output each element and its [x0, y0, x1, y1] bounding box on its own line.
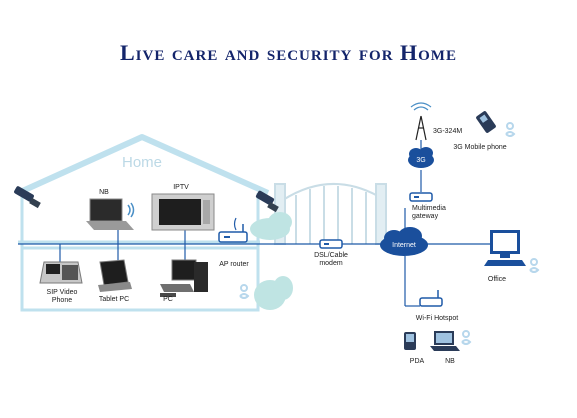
modem-label-line1: DSL/Cable — [314, 252, 348, 259]
hotspot-label: Wi-Fi Hotspot — [416, 315, 458, 322]
video-phone-icon — [39, 261, 83, 284]
security-camera-icon — [14, 186, 279, 213]
modem-label-line2: modem — [319, 260, 343, 267]
mobile-phone-icon — [476, 111, 496, 133]
wifi-hotspot-icon — [419, 290, 443, 307]
sip-phone-label-line1: SIP Video — [47, 289, 78, 296]
office-computer-icon — [484, 230, 526, 266]
bush-decoration — [250, 212, 293, 310]
gateway-label-line1: Multimedia — [412, 205, 446, 212]
internet-cloud-icon — [380, 227, 428, 256]
tv-icon — [151, 193, 215, 231]
modem-icon — [319, 239, 343, 249]
office-label: Office — [488, 276, 506, 283]
laptop-icon — [86, 198, 135, 230]
person-figure-icon — [239, 122, 540, 345]
internet-label: Internet — [392, 242, 416, 249]
sip-phone-label-line2: Phone — [52, 297, 72, 304]
iptv-label: IPTV — [173, 184, 189, 191]
pda-icon — [404, 332, 416, 350]
laptop-icon — [430, 331, 460, 351]
cell-tower-icon — [410, 102, 432, 141]
mobile-network-cloud-icon — [408, 147, 434, 168]
gateway-label-line2: gateway — [412, 213, 439, 220]
tower-label: 3G-324M — [433, 128, 462, 135]
home-label: Home — [122, 154, 162, 171]
router-icon — [218, 217, 248, 243]
gate-illustration — [274, 182, 387, 245]
desktop-pc-icon — [160, 259, 208, 297]
pc-label: PC — [163, 296, 173, 303]
pda-label: PDA — [410, 358, 425, 365]
mobile-network-label: 3G — [416, 157, 425, 164]
nb-home-label: NB — [99, 189, 109, 196]
gateway-icon — [409, 192, 433, 202]
tablet-pc-label: Tablet PC — [99, 296, 129, 303]
mobile-phone-label: 3G Mobile phone — [453, 144, 506, 151]
diagram-title: Live care and security for Home — [120, 40, 457, 65]
ap-router-label: AP router — [219, 261, 249, 268]
nb-hotspot-label: NB — [445, 358, 455, 365]
tablet-pc-icon — [98, 259, 132, 292]
